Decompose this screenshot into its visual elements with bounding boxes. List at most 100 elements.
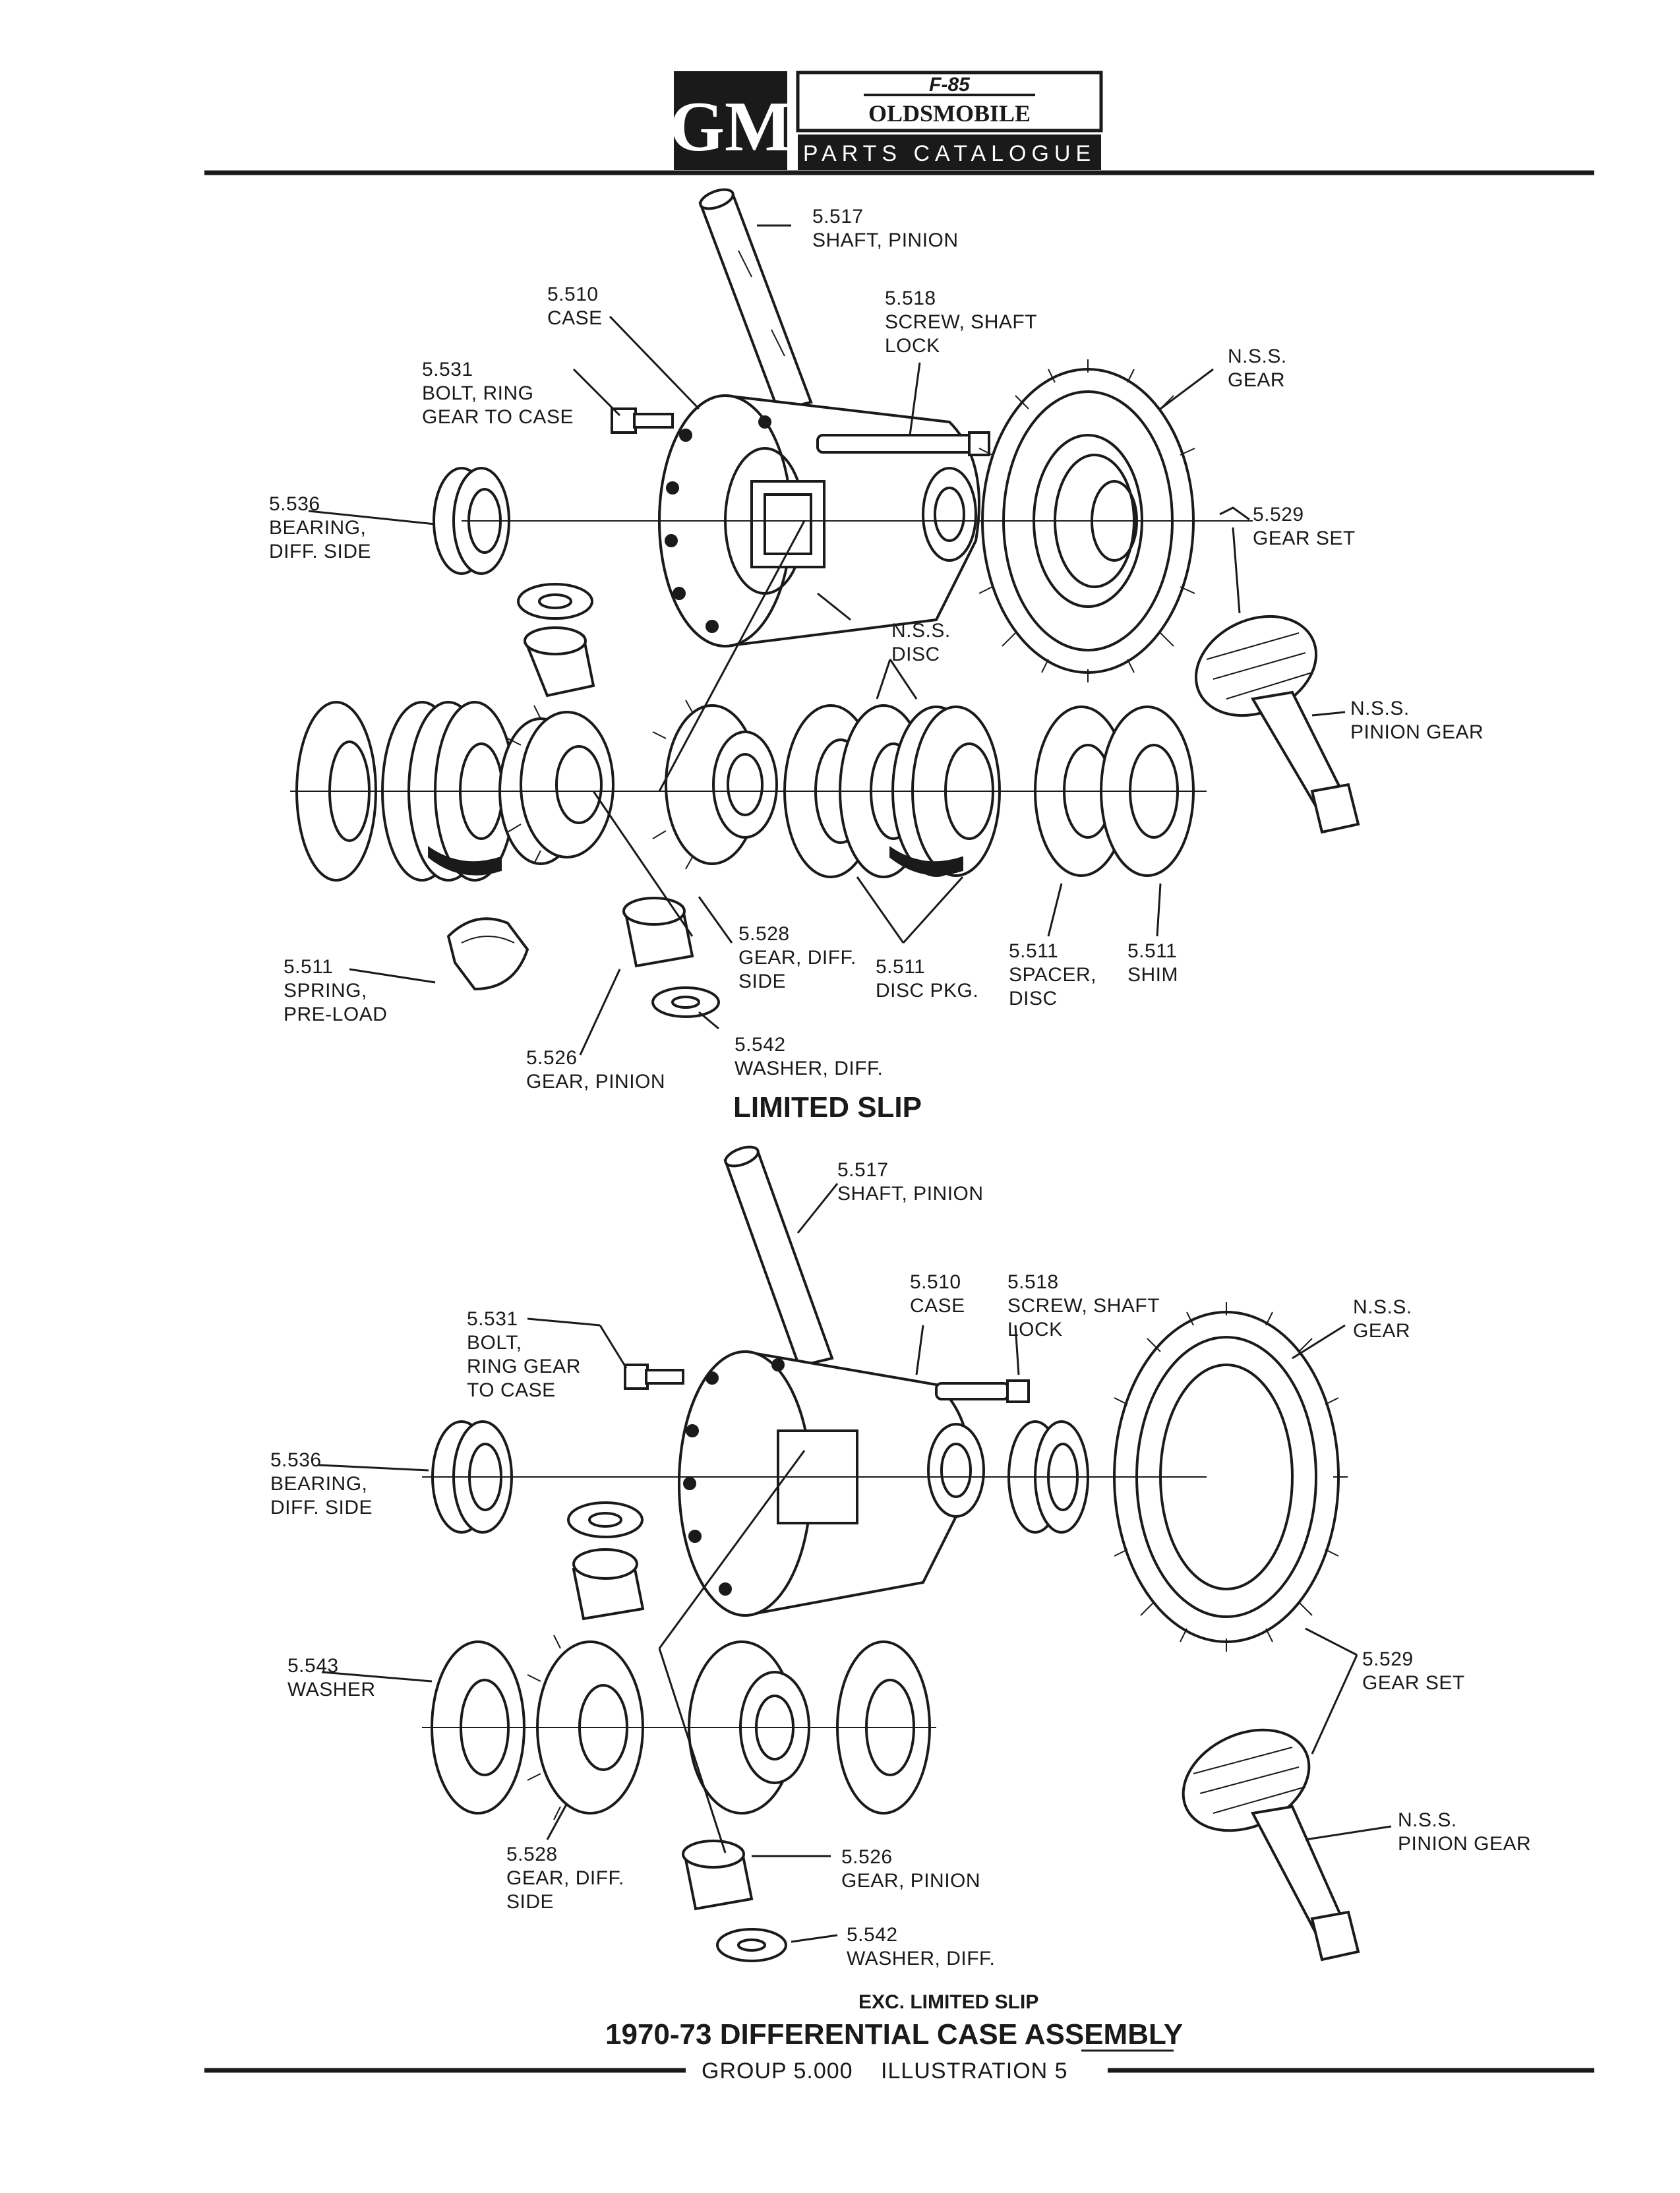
svg-text:5.517: 5.517 xyxy=(837,1159,889,1181)
callout-disc-spacer: 5.511 SPACER, DISC xyxy=(1009,940,1096,1009)
callout-shim: 5.511 SHIM xyxy=(1127,940,1178,986)
callout-diff-washer: 5.542 WASHER, DIFF. xyxy=(735,1034,883,1079)
svg-text:SHIM: SHIM xyxy=(1127,964,1178,986)
page-title: 1970-73 DIFFERENTIAL CASE ASSEMBLY xyxy=(605,2018,1183,2051)
svg-text:RING GEAR: RING GEAR xyxy=(467,1356,581,1377)
svg-text:5.542: 5.542 xyxy=(735,1034,786,1056)
svg-text:BOLT,: BOLT, xyxy=(467,1332,522,1354)
svg-text:GEAR SET: GEAR SET xyxy=(1362,1672,1465,1694)
svg-text:5.518: 5.518 xyxy=(1007,1271,1059,1293)
svg-text:5.511: 5.511 xyxy=(876,956,925,978)
limited-slip-title: LIMITED SLIP xyxy=(733,1091,922,1124)
svg-text:5.542: 5.542 xyxy=(847,1924,898,1946)
lower-upper-pinion-illustration xyxy=(567,1501,645,1621)
svg-text:5.526: 5.526 xyxy=(526,1047,578,1069)
svg-text:GEAR: GEAR xyxy=(1353,1320,1410,1342)
brand-box xyxy=(796,71,1103,133)
svg-text:LOCK: LOCK xyxy=(1007,1319,1063,1340)
lower-callouts: 5.517 SHAFT, PINION 5.510 CASE 5.518 SCR… xyxy=(270,1159,1531,1969)
lower-diff-case-illustration xyxy=(678,1350,1030,1617)
footer-illustration: ILLUSTRATION 5 xyxy=(881,2058,1068,2084)
svg-text:BEARING,: BEARING, xyxy=(269,517,366,539)
callout-case: 5.510 CASE xyxy=(547,284,603,329)
svg-text:5.518: 5.518 xyxy=(885,287,936,309)
callout-pinion-gear: 5.526 GEAR, PINION xyxy=(526,1047,665,1093)
svg-text:5.510: 5.510 xyxy=(910,1271,961,1293)
lower-callout-diff-washer: 5.542 WASHER, DIFF. xyxy=(847,1924,995,1969)
svg-text:5.528: 5.528 xyxy=(506,1844,558,1865)
standard-diagram: 5.517 SHAFT, PINION 5.510 CASE 5.518 SCR… xyxy=(270,1145,1531,2013)
svg-text:5.531: 5.531 xyxy=(467,1308,518,1330)
svg-text:SCREW, SHAFT: SCREW, SHAFT xyxy=(885,311,1037,333)
svg-text:5.526: 5.526 xyxy=(841,1846,893,1868)
preload-spring-illustration xyxy=(446,917,529,991)
svg-text:5.511: 5.511 xyxy=(284,956,333,978)
svg-text:5.511: 5.511 xyxy=(1009,940,1058,962)
svg-text:GEAR: GEAR xyxy=(1228,369,1285,391)
svg-text:GEAR, DIFF.: GEAR, DIFF. xyxy=(506,1867,624,1889)
svg-text:TO CASE: TO CASE xyxy=(467,1379,556,1401)
lower-leader-lines xyxy=(318,1183,1392,1943)
lower-callout-nss-gear: N.S.S. GEAR xyxy=(1353,1296,1412,1342)
svg-text:WASHER, DIFF.: WASHER, DIFF. xyxy=(847,1948,995,1969)
svg-text:DISC PKG.: DISC PKG. xyxy=(876,980,978,1002)
svg-text:SPACER,: SPACER, xyxy=(1009,964,1096,986)
lower-callout-gear-set: 5.529 GEAR SET xyxy=(1362,1648,1465,1694)
lower-callout-ring-gear-bolt: 5.531 BOLT, RING GEAR TO CASE xyxy=(467,1308,581,1401)
drive-pinion-illustration xyxy=(1194,615,1360,834)
svg-text:SHAFT, PINION: SHAFT, PINION xyxy=(812,229,959,251)
svg-text:5.536: 5.536 xyxy=(269,493,320,515)
svg-text:DISC: DISC xyxy=(1009,988,1058,1009)
svg-text:N.S.S.: N.S.S. xyxy=(1350,698,1410,719)
lower-bolt-illustration xyxy=(624,1364,684,1390)
svg-text:5.528: 5.528 xyxy=(738,923,790,945)
svg-text:BEARING,: BEARING, xyxy=(270,1473,367,1495)
catalogue-box xyxy=(798,135,1101,170)
svg-text:5.529: 5.529 xyxy=(1253,504,1304,526)
svg-text:CASE: CASE xyxy=(910,1295,965,1317)
callout-diff-side-gear: 5.528 GEAR, DIFF. SIDE xyxy=(738,923,856,992)
svg-text:5.517: 5.517 xyxy=(812,206,864,227)
svg-text:PINION GEAR: PINION GEAR xyxy=(1350,721,1484,743)
callout-gear-set: 5.529 GEAR SET xyxy=(1253,504,1356,549)
svg-text:N.S.S.: N.S.S. xyxy=(1398,1809,1457,1831)
svg-text:SIDE: SIDE xyxy=(506,1891,554,1913)
upper-pinion-gear-illustration xyxy=(517,583,595,698)
lower-callout-diff-side-gear: 5.528 GEAR, DIFF. SIDE xyxy=(506,1844,624,1913)
callout-preload-spring: 5.511 SPRING, PRE-LOAD xyxy=(284,956,387,1025)
gm-logo-text: GM xyxy=(669,88,792,166)
svg-text:PRE-LOAD: PRE-LOAD xyxy=(284,1004,387,1025)
svg-text:PINION GEAR: PINION GEAR xyxy=(1398,1833,1531,1855)
limited-slip-diagram: 5.517 SHAFT, PINION 5.510 CASE 5.518 SCR… xyxy=(269,188,1484,1124)
svg-text:5.543: 5.543 xyxy=(287,1655,339,1677)
svg-text:GEAR TO CASE: GEAR TO CASE xyxy=(422,406,574,428)
catalogue-header: GM F-85 OLDSMOBILE PARTS CATALOGUE xyxy=(204,71,1594,175)
svg-text:GEAR SET: GEAR SET xyxy=(1253,527,1356,549)
svg-text:DIFF. SIDE: DIFF. SIDE xyxy=(270,1497,373,1518)
svg-text:WASHER, DIFF.: WASHER, DIFF. xyxy=(735,1058,883,1079)
svg-text:SHAFT, PINION: SHAFT, PINION xyxy=(837,1183,984,1205)
case-bolt-holes xyxy=(665,415,771,633)
svg-text:N.S.S.: N.S.S. xyxy=(1353,1296,1412,1318)
upper-leader-lines xyxy=(308,224,1346,1056)
lower-callout-case: 5.510 CASE xyxy=(910,1271,965,1317)
pinion-shaft-illustration xyxy=(698,188,813,412)
callout-disc-pkg: 5.511 DISC PKG. xyxy=(876,956,978,1002)
svg-text:SIDE: SIDE xyxy=(738,971,786,992)
ring-gear-bolt-illustration xyxy=(611,407,674,434)
lower-callout-side-bearing: 5.536 BEARING, DIFF. SIDE xyxy=(270,1449,373,1518)
lower-callout-washer: 5.543 WASHER xyxy=(287,1655,375,1700)
svg-text:DIFF. SIDE: DIFF. SIDE xyxy=(269,541,371,562)
svg-text:CASE: CASE xyxy=(547,307,603,329)
lower-pinion-gear-illustration xyxy=(622,897,720,1018)
svg-text:LOCK: LOCK xyxy=(885,335,940,357)
callout-nss-pinion-gear: N.S.S. PINION GEAR xyxy=(1350,698,1484,743)
svg-text:SPRING,: SPRING, xyxy=(284,980,367,1002)
svg-text:GEAR, PINION: GEAR, PINION xyxy=(526,1071,665,1093)
lower-callout-pinion-gear: 5.526 GEAR, PINION xyxy=(841,1846,980,1892)
svg-text:5.529: 5.529 xyxy=(1362,1648,1414,1670)
callout-nss-gear: N.S.S. GEAR xyxy=(1228,345,1286,391)
catalogue-name: PARTS CATALOGUE xyxy=(803,141,1096,166)
callout-shaft-lock-screw: 5.518 SCREW, SHAFT LOCK xyxy=(885,287,1037,357)
